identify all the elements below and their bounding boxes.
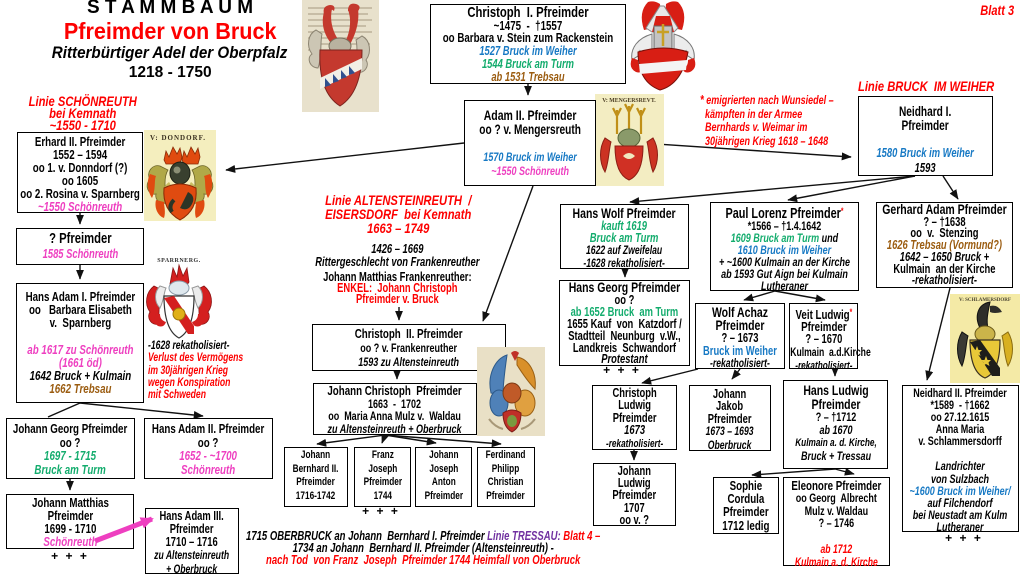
svg-text:SPARRNERG.: SPARRNERG. xyxy=(157,258,200,264)
svg-text:V: MENGERSREVT.: V: MENGERSREVT. xyxy=(602,98,656,104)
svg-text:V: DONDORF.: V: DONDORF. xyxy=(150,134,206,142)
svg-text:V: SCHLAMERSDORF: V: SCHLAMERSDORF xyxy=(959,298,1011,303)
